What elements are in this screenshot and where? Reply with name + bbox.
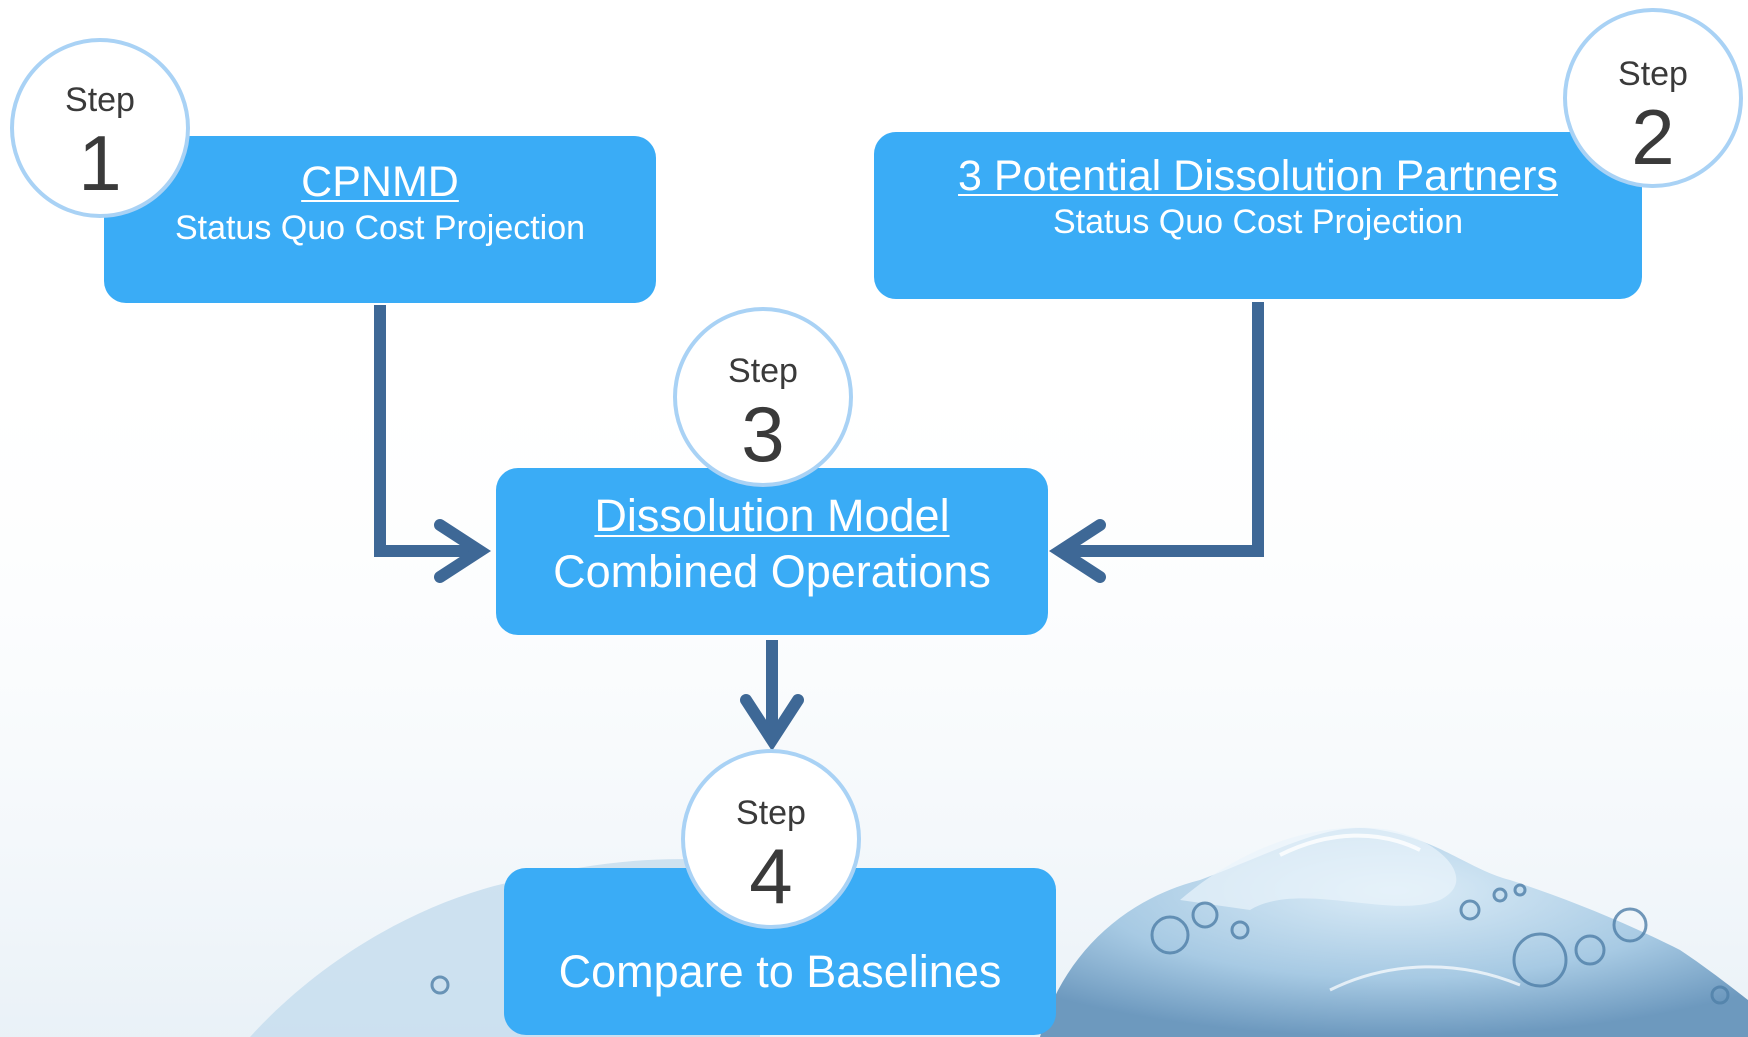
step-3-badge-label: Step bbox=[728, 352, 798, 390]
step-1-box: CPNMD Status Quo Cost Projection bbox=[104, 136, 656, 303]
step-1-subtitle: Status Quo Cost Projection bbox=[174, 209, 586, 247]
arrowhead-step3-to-step4 bbox=[740, 694, 804, 752]
step-2-title: 3 Potential Dissolution Partners bbox=[958, 152, 1558, 200]
step-3-title: Dissolution Model bbox=[594, 490, 950, 541]
arrow-step1-to-step3 bbox=[374, 305, 475, 557]
step-3-badge: Step 3 bbox=[673, 307, 853, 487]
step-1-badge-number: 1 bbox=[78, 119, 122, 207]
step-3-subtitle: Combined Operations bbox=[553, 546, 991, 597]
step-3-badge-number: 3 bbox=[741, 390, 785, 478]
step-4-badge: Step 4 bbox=[681, 749, 861, 929]
step-3-box: Dissolution Model Combined Operations bbox=[496, 468, 1048, 635]
step-1-title: CPNMD bbox=[301, 158, 459, 206]
step-4-badge-label: Step bbox=[736, 794, 806, 832]
step-2-box: 3 Potential Dissolution Partners Status … bbox=[874, 132, 1642, 299]
arrow-step2-to-step3 bbox=[1065, 302, 1264, 557]
step-2-subtitle: Status Quo Cost Projection bbox=[1052, 203, 1464, 241]
step-2-badge-label: Step bbox=[1618, 55, 1688, 93]
step-4-badge-number: 4 bbox=[749, 832, 793, 920]
step-1-badge-label: Step bbox=[65, 81, 135, 119]
step-2-badge: Step 2 bbox=[1563, 8, 1743, 188]
arrowhead-step2-to-step3 bbox=[1048, 519, 1106, 583]
step-1-badge: Step 1 bbox=[10, 38, 190, 218]
step-4-label: Compare to Baselines bbox=[558, 946, 1002, 997]
arrowhead-step1-to-step3 bbox=[434, 519, 492, 583]
step-2-badge-number: 2 bbox=[1631, 93, 1675, 181]
